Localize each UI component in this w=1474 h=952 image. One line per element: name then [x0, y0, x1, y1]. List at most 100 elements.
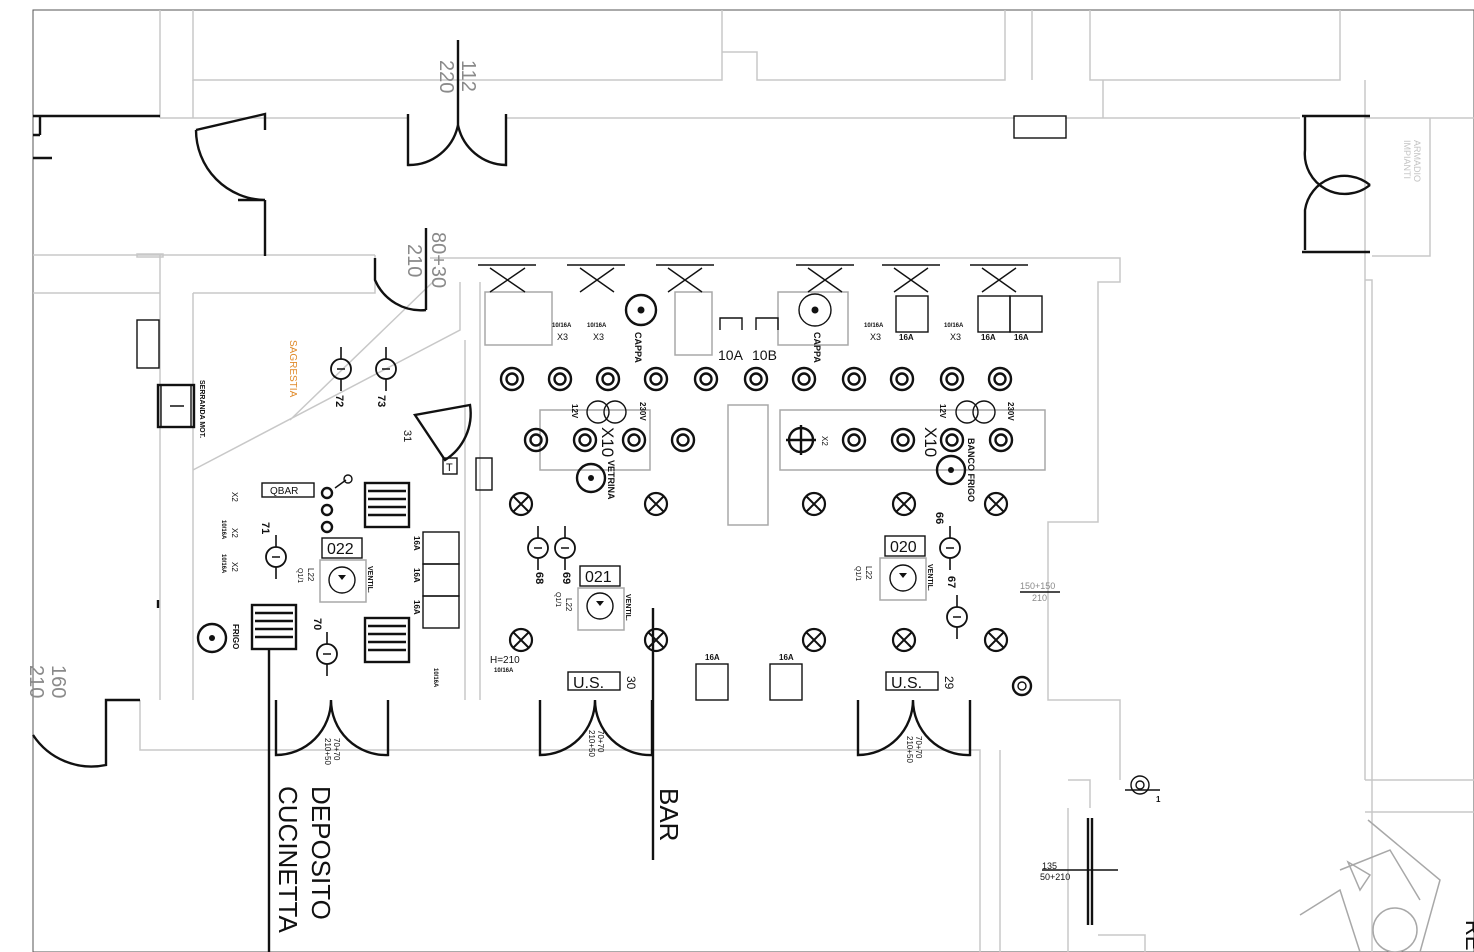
label-ventil-3: VENTIL.	[926, 564, 933, 591]
light-points	[499, 366, 1014, 453]
ceiling-light-icon	[547, 366, 573, 392]
label-16a-door2: 16A	[779, 653, 794, 662]
label-x3-3: X3	[870, 332, 881, 342]
crossed-light-icon	[983, 627, 1009, 653]
label-10b: 10B	[752, 347, 777, 363]
crossed-light-icon	[983, 491, 1009, 517]
ceiling-light-icon	[572, 427, 598, 453]
label-ventil-1: VENTIL.	[366, 566, 373, 593]
label-serranda: SERRANDA MOT.	[198, 380, 205, 438]
label-h210: H=210	[490, 655, 520, 666]
dim-top-a: 112	[457, 60, 479, 92]
switch-point-icon	[946, 595, 968, 639]
room-deposito: DEPOSITO	[306, 786, 336, 920]
label-q11-2: Q1/1	[554, 592, 561, 607]
label-1016-4: 10/16A	[944, 323, 964, 329]
ceiling-light-icon	[889, 366, 915, 392]
room-bar: BAR	[654, 788, 684, 841]
label-1: 1	[1156, 795, 1161, 804]
ceiling-light-icon	[670, 427, 696, 453]
dim-mid-a: 80+30	[427, 232, 449, 288]
label-1016-1: 10/16A	[552, 323, 572, 329]
room-cucinetta: CUCINETTA	[273, 786, 303, 934]
ceiling-light-icon	[841, 427, 867, 453]
crossed-light-icon	[643, 491, 669, 517]
ceiling-light-icon	[743, 366, 769, 392]
us-1: U.S.	[573, 675, 604, 692]
crossed-light-icon	[891, 491, 917, 517]
room-edge: RE	[1461, 920, 1474, 951]
label-x3-2: X3	[593, 332, 604, 342]
label-1016-6: 10/16A	[432, 668, 438, 688]
label-x10-left: X10	[598, 427, 617, 457]
circuit-021: 021	[585, 569, 612, 586]
label-16a-side2: 16A	[412, 568, 421, 583]
switch-point-icon	[375, 347, 397, 391]
room-armadio-2: IMPIANTI	[1402, 140, 1412, 179]
point-68: 68	[533, 572, 545, 584]
dim-top-b: 220	[435, 60, 457, 93]
us-2-num: 29	[942, 676, 956, 690]
door-dim-1b: 210+50	[323, 738, 332, 765]
label-16a-top1: 16A	[899, 333, 914, 342]
point-66: 66	[933, 512, 945, 524]
label-l22-1: L22	[306, 568, 315, 582]
door-dim-3b: 210+50	[905, 736, 914, 763]
ceiling-light-icon	[595, 366, 621, 392]
switches	[265, 347, 968, 676]
label-1016-3: 10/16A	[864, 323, 884, 329]
opening-dim-a: 150+150	[1020, 581, 1055, 591]
switch-point-icon	[265, 535, 287, 579]
label-230v-left: 230V	[638, 402, 647, 421]
label-10a: 10A	[718, 347, 744, 363]
switch-point-icon	[330, 347, 352, 391]
label-x2-xtra: X2	[820, 436, 829, 446]
label-ventil-2: VENTIL.	[624, 594, 631, 621]
label-16a-door1: 16A	[705, 653, 720, 662]
ceiling-light-icon	[939, 427, 965, 453]
label-x3-1: X3	[557, 332, 568, 342]
label-16a-top2: 16A	[981, 333, 996, 342]
label-x10-right: X10	[921, 427, 940, 457]
label-x2-a: X2	[230, 492, 239, 502]
label-x3-4: X3	[950, 332, 961, 342]
circuit-022: 022	[327, 541, 354, 558]
label-230v-right: 230V	[1006, 402, 1015, 421]
walls	[32, 9, 1474, 952]
crossed-light-icon	[801, 627, 827, 653]
label-l22-3: L22	[864, 566, 873, 580]
label-16a-side3: 16A	[412, 600, 421, 615]
labels: 112 220 80+30 210 160 210 SAGRESTIA ARMA…	[25, 60, 1474, 951]
ceiling-light-icon	[841, 366, 867, 392]
ceiling-light-icon	[693, 366, 719, 392]
label-16a-top3: 16A	[1014, 333, 1029, 342]
door-dim-2b: 210+50	[587, 730, 596, 757]
point-69: 69	[560, 572, 572, 584]
ceiling-light-icon	[988, 427, 1014, 453]
dim-left-b: 210	[25, 665, 47, 698]
switch-point-icon	[554, 526, 576, 570]
dim-left-a: 160	[47, 665, 69, 698]
door-dim-3: 70+70	[914, 736, 923, 759]
ceiling-light-icon	[621, 427, 647, 453]
label-12v-left: 12V	[570, 404, 579, 419]
side-dim-b: 50+210	[1040, 872, 1070, 882]
point-73: 73	[375, 395, 387, 407]
label-q11-1: Q1/1	[296, 568, 303, 583]
label-1016-2: 10/16A	[587, 323, 607, 329]
crossed-light-icon	[643, 627, 669, 653]
label-1016-b: 10/16A	[220, 554, 226, 574]
label-q11-3: Q1/1	[854, 566, 861, 581]
devices	[136, 115, 1160, 952]
ceiling-light-icon	[791, 366, 817, 392]
label-x2-b: X2	[230, 528, 239, 538]
point-72: 72	[333, 395, 345, 407]
point-67: 67	[945, 576, 957, 588]
organ-sketch	[1299, 819, 1441, 952]
switch-point-icon	[316, 632, 338, 676]
ceiling-light-icon	[890, 427, 916, 453]
label-frigo: FRIGO	[231, 624, 240, 649]
label-16a-side1: 16A	[412, 536, 421, 551]
label-qbar: QBAR	[270, 486, 298, 497]
